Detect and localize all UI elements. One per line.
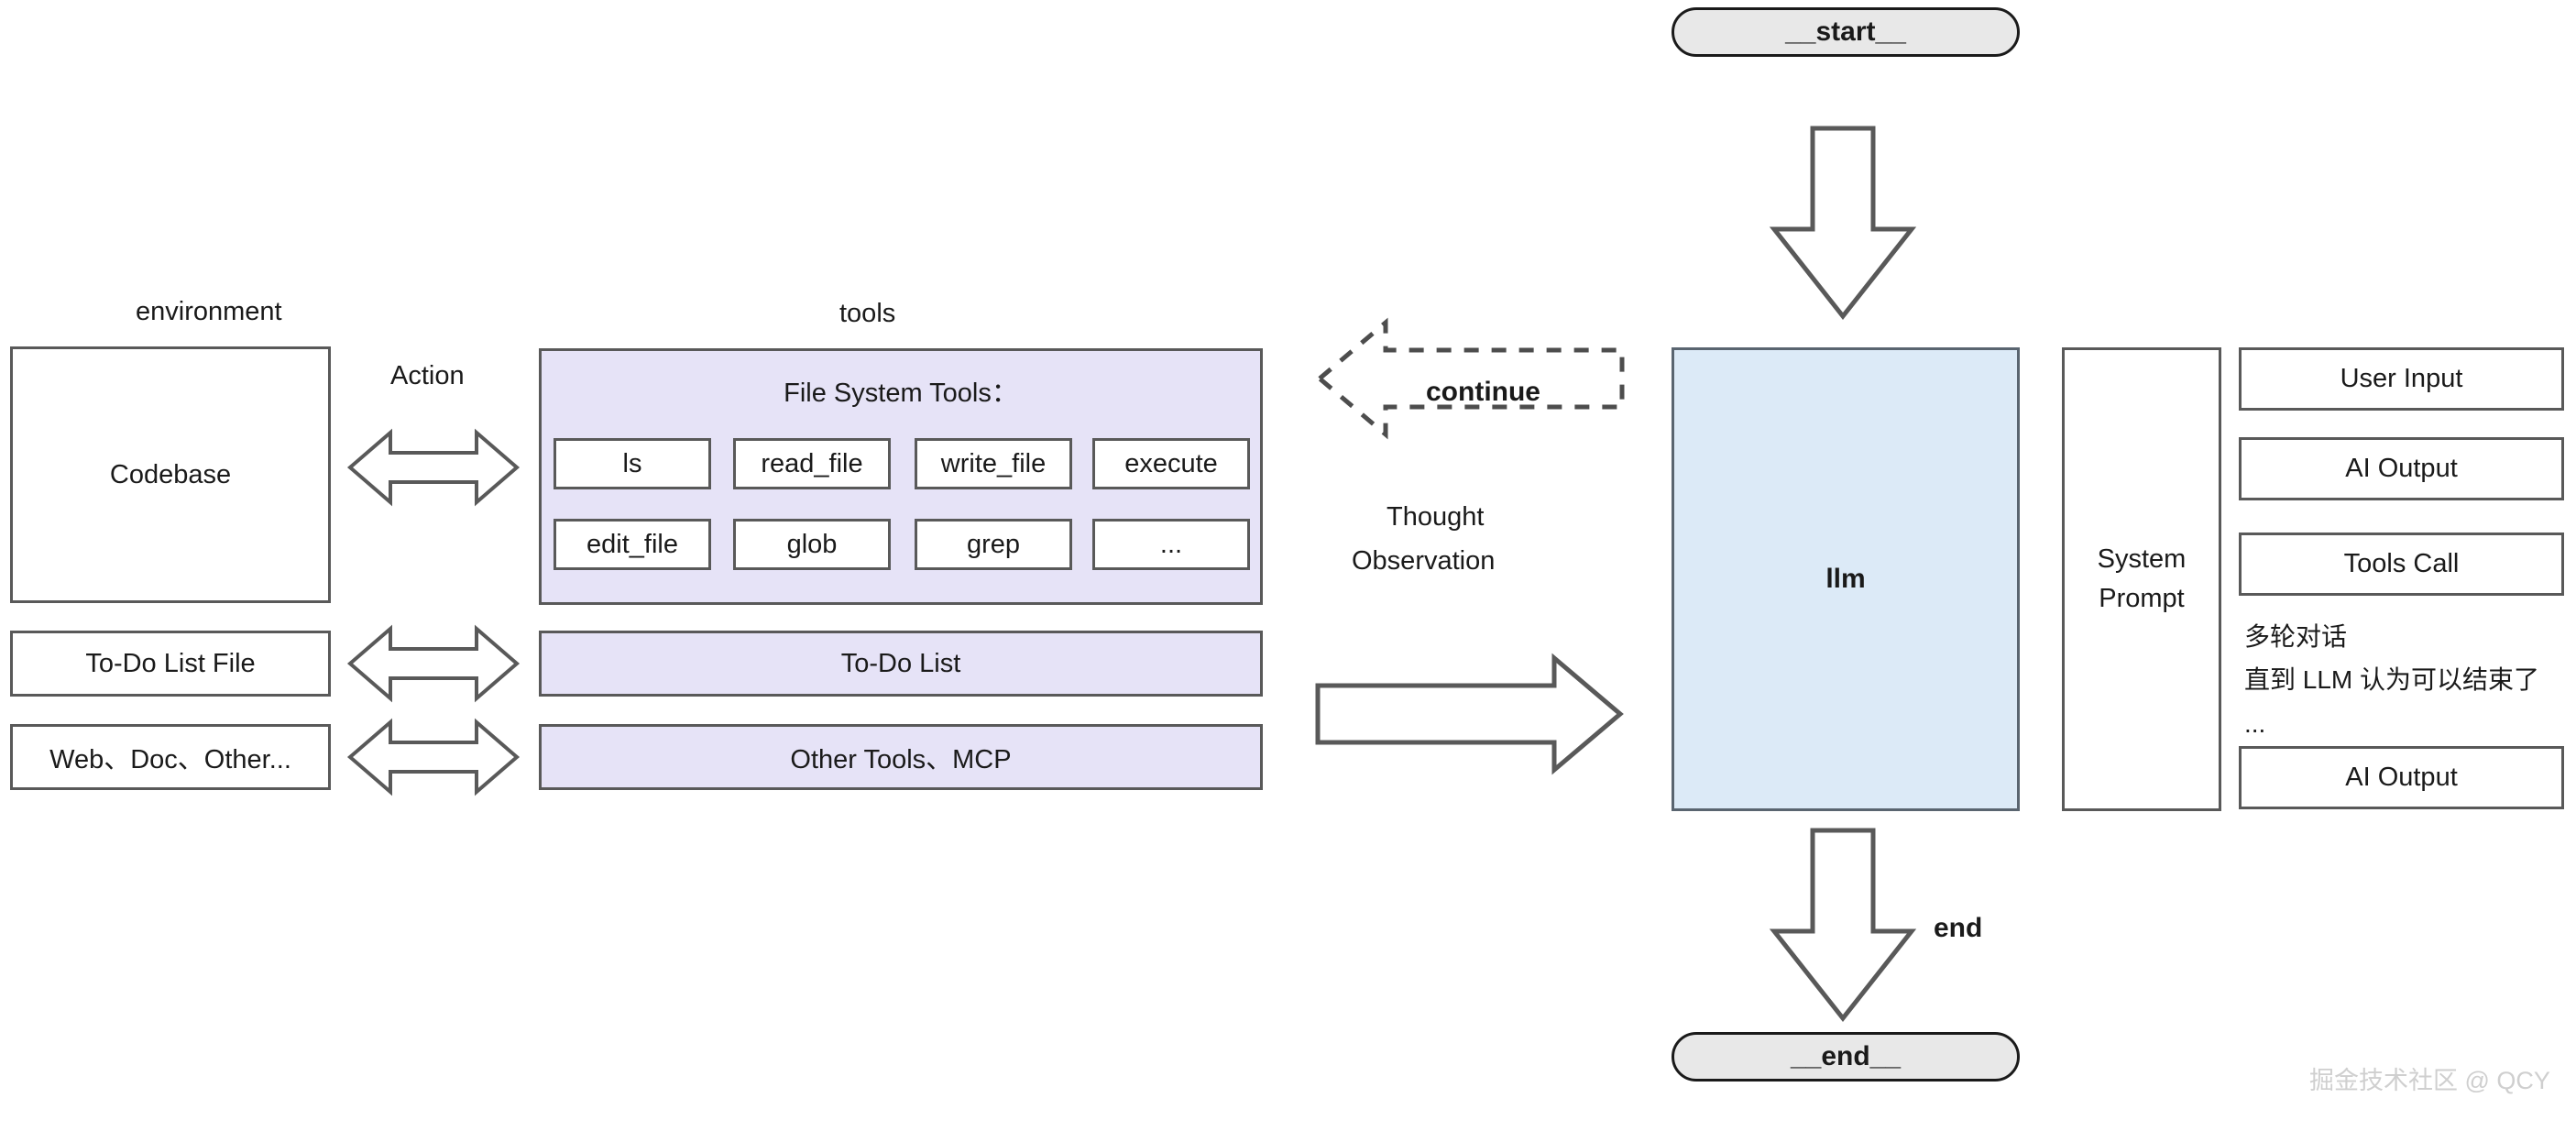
graph-node-llm[interactable]: llm [1672,347,2020,811]
watermark: 掘金技术社区 @ QCY [2309,1067,2550,1094]
tool-chip-edit-file-label: edit_file [586,529,678,559]
tool-chip-glob[interactable]: glob [733,519,891,570]
tool-chip-read-file-label: read_file [761,448,863,478]
environment-box-web-doc-other-label: Web、Doc、Other... [49,745,291,774]
tools-band-todo-list-label: To-Do List [840,648,961,678]
environment-box-codebase-label: Codebase [109,459,232,489]
graph-node-start[interactable]: __start__ [1672,7,2020,57]
tools-band-todo-list[interactable]: To-Do List [539,631,1263,697]
system-prompt-box[interactable]: System Prompt [2062,347,2221,811]
message-box-tools-call[interactable]: Tools Call [2239,533,2564,596]
message-box-tools-call-label: Tools Call [2343,549,2460,578]
message-box-ai-output[interactable]: AI Output [2239,437,2564,500]
multi-turn-note-line-2: 直到 LLM 认为可以结束了 [2244,665,2540,694]
message-box-ai-output-label: AI Output [2345,454,2458,483]
multi-turn-note-ellipsis: ... [2244,709,2266,738]
environment-box-codebase[interactable]: Codebase [10,346,331,603]
environment-box-todo-list-file[interactable]: To-Do List File [10,631,331,697]
end-edge-label: end [1934,913,1983,943]
tool-chip-execute[interactable]: execute [1092,438,1250,489]
message-box-user-input-label: User Input [2340,364,2463,393]
graph-node-start-label: __start__ [1785,16,1906,47]
tool-chip-write-file-label: write_file [940,448,1047,478]
system-prompt-line-2: Prompt [2099,584,2185,613]
environment-section-label: environment [136,297,282,326]
environment-box-web-doc-other[interactable]: Web、Doc、Other... [10,724,331,790]
llm-to-end-arrow-icon [1769,828,1917,1023]
tool-chip-glob-label: glob [786,529,838,559]
bidirectional-arrow-icon-1 [346,428,521,507]
environment-box-todo-list-file-label: To-Do List File [85,648,256,678]
observation-label: Observation [1352,546,1496,576]
tool-chip-ls[interactable]: ls [554,438,711,489]
continue-edge-label: continue [1426,377,1540,407]
file-system-tools-panel-title: File System Tools： [784,379,1018,408]
tool-chip-ls-label: ls [622,448,642,478]
tool-chip-more[interactable]: ... [1092,519,1250,570]
bidirectional-arrow-icon-2 [346,624,521,703]
message-box-final-ai-output-label: AI Output [2345,763,2458,792]
multi-turn-note-line-1: 多轮对话 [2244,622,2348,651]
tool-chip-execute-label: execute [1124,448,1218,478]
tools-band-other-tools-mcp-label: Other Tools、MCP [790,745,1012,774]
continue-arrow-icon [1316,317,1625,440]
thought-label: Thought [1387,502,1485,532]
tools-section-label: tools [839,299,896,328]
tool-chip-read-file[interactable]: read_file [733,438,891,489]
message-box-user-input[interactable]: User Input [2239,347,2564,411]
tool-chip-more-label: ... [1159,529,1183,559]
tool-chip-edit-file[interactable]: edit_file [554,519,711,570]
tool-chip-grep-label: grep [966,529,1021,559]
graph-node-end[interactable]: __end__ [1672,1032,2020,1082]
start-to-llm-arrow-icon [1769,126,1917,321]
tool-chip-write-file[interactable]: write_file [915,438,1072,489]
tools-band-other-tools-mcp[interactable]: Other Tools、MCP [539,724,1263,790]
action-edge-label: Action [390,361,465,390]
graph-node-llm-label: llm [1825,564,1866,594]
tool-chip-grep[interactable]: grep [915,519,1072,570]
system-prompt-line-1: System [2097,544,2187,574]
message-box-final-ai-output[interactable]: AI Output [2239,746,2564,809]
bidirectional-arrow-icon-3 [346,718,521,796]
graph-node-end-label: __end__ [1790,1041,1902,1071]
act-arrow-icon [1315,653,1624,775]
